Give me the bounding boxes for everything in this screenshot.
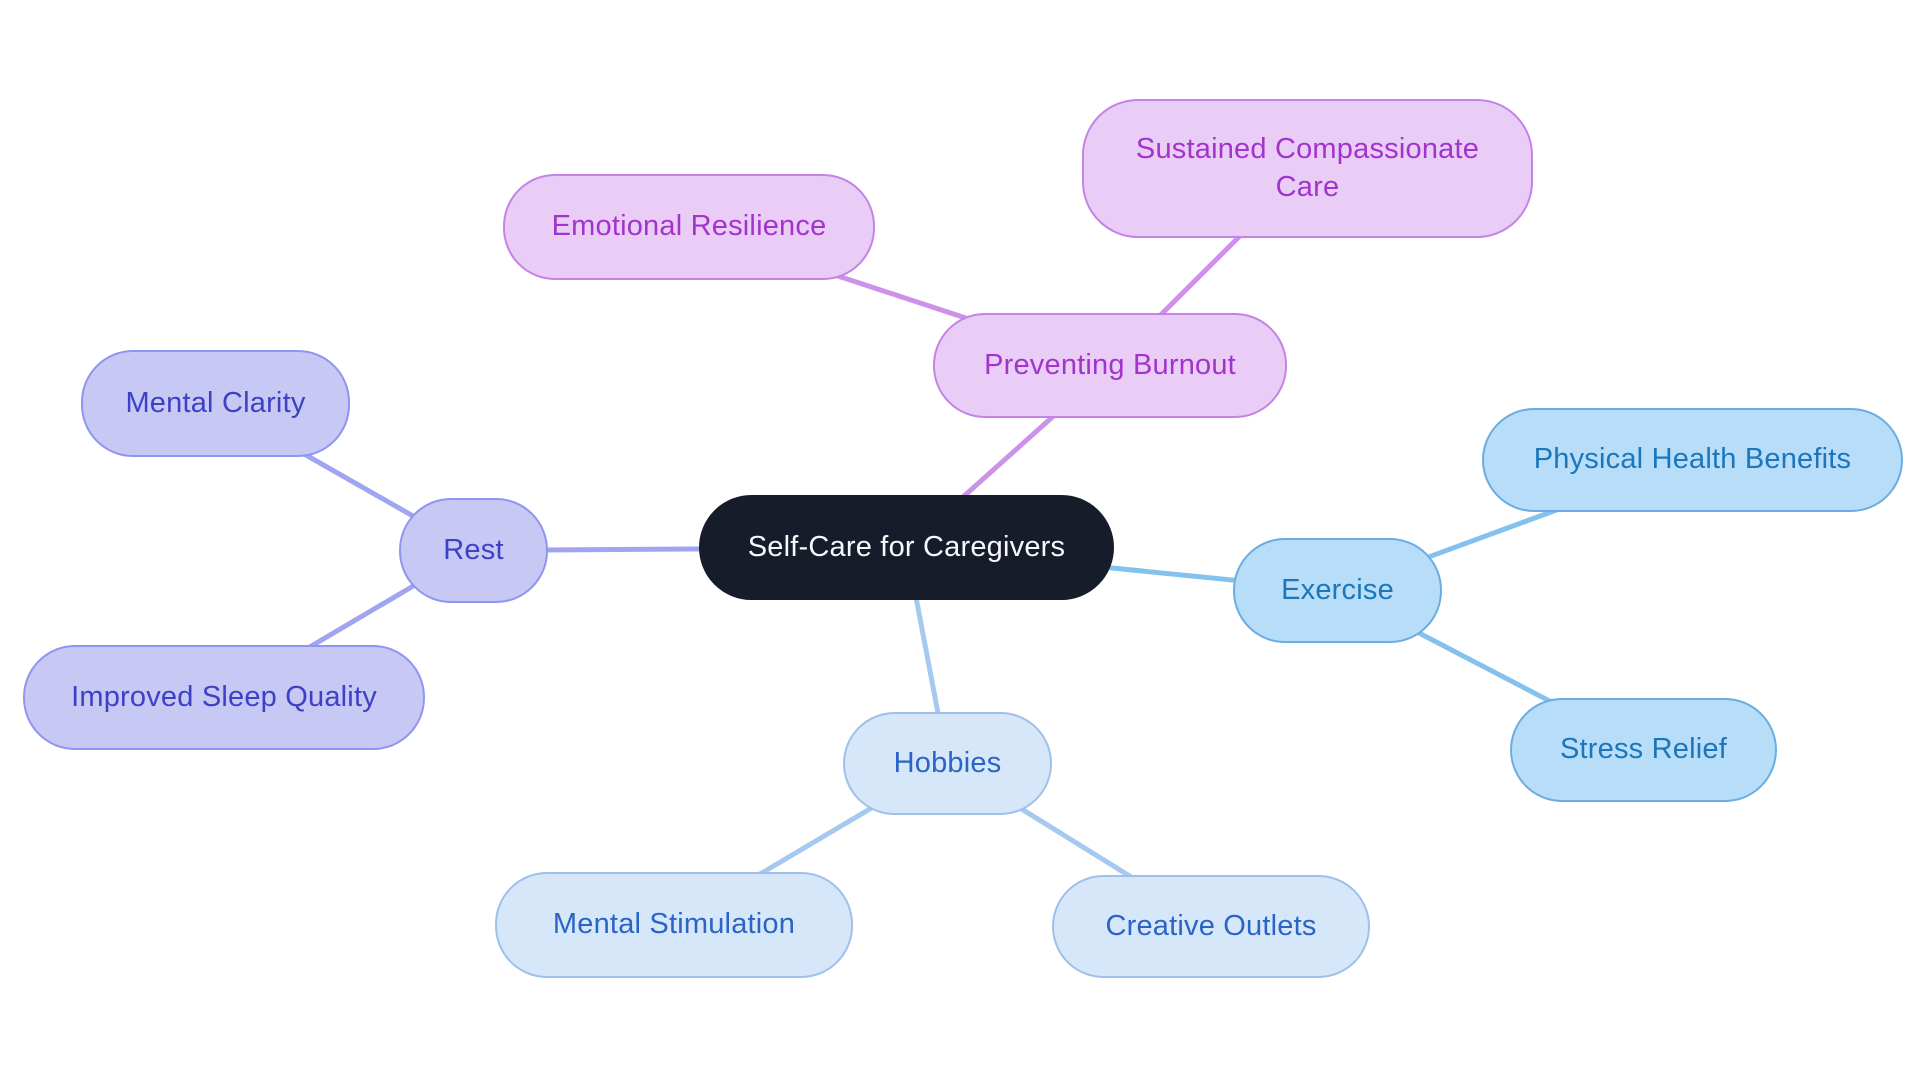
node-label: Mental Stimulation — [552, 908, 796, 941]
node-label: Creative Outlets — [1105, 909, 1317, 942]
node-self-care-for-caregivers[interactable]: Self-Care for Caregivers — [699, 495, 1114, 600]
node-stress-relief[interactable]: Stress Relief — [1510, 698, 1777, 802]
node-creative-outlets[interactable]: Creative Outlets — [1052, 875, 1370, 978]
node-sustained-compassionate-care[interactable]: Sustained Compassionate Care — [1082, 99, 1533, 238]
node-label: Rest — [443, 533, 504, 566]
node-label: Hobbies — [893, 746, 1002, 779]
node-preventing-burnout[interactable]: Preventing Burnout — [933, 313, 1287, 418]
node-physical-health-benefits[interactable]: Physical Health Benefits — [1482, 408, 1903, 512]
node-mental-clarity[interactable]: Mental Clarity — [81, 350, 350, 457]
node-label: Exercise — [1281, 573, 1394, 606]
node-label: Improved Sleep Quality — [71, 680, 377, 713]
node-improved-sleep-quality[interactable]: Improved Sleep Quality — [23, 645, 425, 750]
node-exercise[interactable]: Exercise — [1233, 538, 1442, 643]
node-mental-stimulation[interactable]: Mental Stimulation — [495, 872, 853, 978]
node-label: Sustained Compassionate Care — [1135, 132, 1480, 203]
node-label: Preventing Burnout — [984, 348, 1236, 381]
node-label: Emotional Resilience — [551, 210, 827, 243]
node-rest[interactable]: Rest — [399, 498, 548, 603]
node-label: Mental Clarity — [125, 386, 306, 419]
node-label: Stress Relief — [1560, 733, 1727, 766]
node-label: Self-Care for Caregivers — [747, 530, 1066, 563]
node-label: Physical Health Benefits — [1533, 443, 1852, 476]
node-emotional-resilience[interactable]: Emotional Resilience — [503, 174, 875, 280]
node-hobbies[interactable]: Hobbies — [843, 712, 1052, 815]
